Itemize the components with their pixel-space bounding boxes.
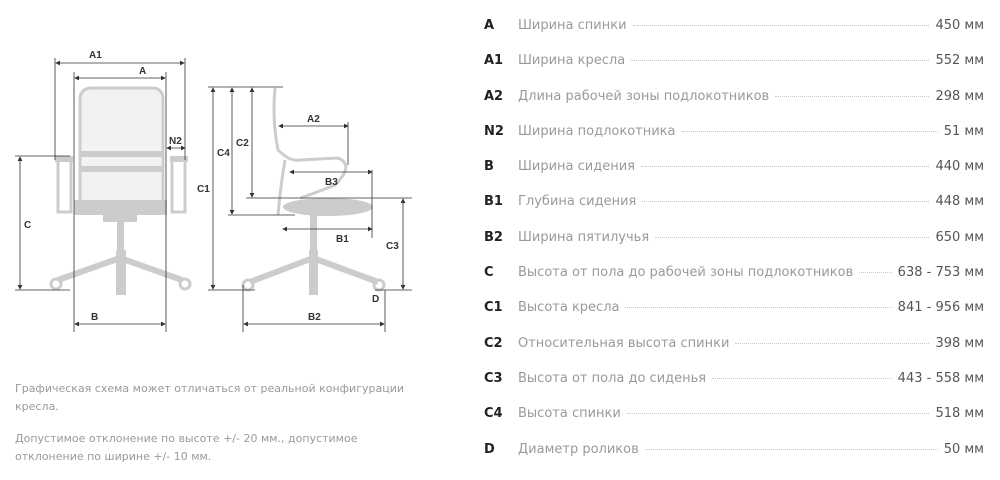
spec-row: A1 Ширина кресла 552 мм [484, 53, 984, 88]
spec-value: 841 - 956 мм [897, 300, 984, 316]
spec-row: A2 Длина рабочей зоны подлокотников 298 мм [484, 89, 984, 124]
dim-label-c4: C4 [217, 148, 230, 159]
dotted-leader [712, 377, 892, 379]
spec-row: N2 Ширина подлокотника 51 мм [484, 124, 984, 159]
note-config: Графическая схема может отличаться от ре… [15, 382, 405, 413]
spec-label: Ширина спинки [518, 18, 627, 33]
dim-label-b1: B1 [336, 234, 349, 245]
spec-code: N2 [484, 123, 504, 139]
spec-value: 50 мм [943, 441, 984, 457]
note-tolerance: Допустимое отклонение по высоте +/- 20 м… [15, 432, 358, 463]
spec-label: Высота кресла [518, 300, 620, 316]
spec-row: C1 Высота кресла 841 - 956 мм [484, 300, 984, 335]
dim-label-b: B [91, 312, 98, 323]
spec-row: B Ширина сидения 440 мм [484, 159, 984, 194]
dotted-leader [642, 201, 930, 203]
spec-value: 443 - 558 мм [897, 370, 984, 386]
spec-value: 450 мм [935, 18, 984, 33]
spec-value: 518 мм [935, 406, 984, 422]
spec-row: B1 Глубина сидения 448 мм [484, 194, 984, 229]
dotted-leader [735, 342, 930, 344]
spec-value: 552 мм [935, 53, 984, 69]
spec-code: B2 [484, 229, 503, 245]
spec-row: C2 Относительная высота спинки 398 мм [484, 336, 984, 371]
spec-code: C2 [484, 335, 503, 351]
dimension-lines [15, 58, 412, 332]
spec-value: 440 мм [935, 159, 984, 175]
dim-label-n2: N2 [169, 136, 182, 147]
dotted-leader [632, 25, 930, 26]
spec-label: Высота от пола до рабочей зоны подлокотн… [518, 265, 854, 281]
spec-code: B [484, 159, 494, 175]
spec-value: 51 мм [943, 123, 984, 139]
spec-value: 398 мм [935, 335, 984, 351]
diagram-notes: Графическая схема может отличаться от ре… [15, 380, 415, 480]
spec-code: D [484, 441, 495, 457]
dotted-leader [655, 236, 930, 238]
spec-value: 650 мм [935, 229, 984, 245]
dotted-leader [626, 413, 930, 415]
spec-label: Относительная высота спинки [518, 335, 730, 351]
spec-code: C1 [484, 300, 503, 316]
spec-row: C3 Высота от пола до сиденья 443 - 558 мм [484, 371, 984, 406]
spec-code: A1 [484, 53, 504, 69]
spec-label: Ширина кресла [518, 53, 626, 69]
spec-row: D Диаметр роликов 50 мм [484, 442, 984, 477]
dim-label-b2: B2 [308, 312, 321, 323]
dotted-leader [625, 307, 892, 309]
dotted-leader [641, 166, 930, 168]
spec-value: 298 мм [935, 88, 984, 104]
spec-row: B2 Ширина пятилучья 650 мм [484, 230, 984, 265]
dim-label-a2: A2 [307, 114, 320, 125]
spec-code: A2 [484, 88, 504, 104]
spec-code: C4 [484, 406, 503, 422]
dim-label-c2: C2 [236, 138, 249, 149]
spec-label: Ширина пятилучья [518, 229, 650, 245]
dotted-leader [681, 130, 938, 132]
spec-row: C4 Высота спинки 518 мм [484, 406, 984, 441]
spec-code: C3 [484, 370, 503, 386]
dim-label-c3: C3 [386, 241, 399, 252]
spec-row: C Высота от пола до рабочей зоны подлокот… [484, 265, 984, 300]
dotted-leader [859, 272, 892, 274]
chair-side-view [241, 87, 386, 295]
dim-label-c1: C1 [197, 184, 210, 195]
dotted-leader [775, 95, 930, 97]
dim-label-b3: B3 [325, 177, 338, 188]
dim-label-c: C [24, 220, 31, 231]
spec-value: 448 мм [935, 194, 984, 210]
spec-code: C [484, 265, 494, 281]
spec-label: Диаметр роликов [518, 441, 639, 457]
spec-row: A Ширина спинки 450 мм [484, 18, 984, 53]
dim-label-d: D [372, 294, 379, 305]
spec-label: Глубина сидения [518, 194, 637, 210]
chair-dimension-diagram: A1 A N2 C B C1 C4 C2 A2 B3 B1 C3 D B2 [15, 50, 412, 332]
spec-label: Высота от пола до сиденья [518, 370, 707, 386]
spec-label: Ширина сидения [518, 159, 635, 175]
dotted-leader [631, 60, 930, 62]
spec-value: 638 - 753 мм [897, 265, 984, 281]
chair-front-view [49, 86, 192, 295]
spec-code: A [484, 18, 495, 33]
dimensions-table: A Ширина спинки 450 мм A1 Ширина кресла 552 м… [484, 18, 984, 477]
spec-label: Ширина подлокотника [518, 123, 676, 139]
dotted-leader [644, 448, 938, 450]
spec-label: Высота спинки [518, 406, 621, 422]
spec-code: B1 [484, 194, 503, 210]
dim-label-a: A [139, 66, 146, 77]
dim-label-a1: A1 [89, 50, 102, 61]
spec-label: Длина рабочей зоны подлокотников [518, 88, 770, 104]
